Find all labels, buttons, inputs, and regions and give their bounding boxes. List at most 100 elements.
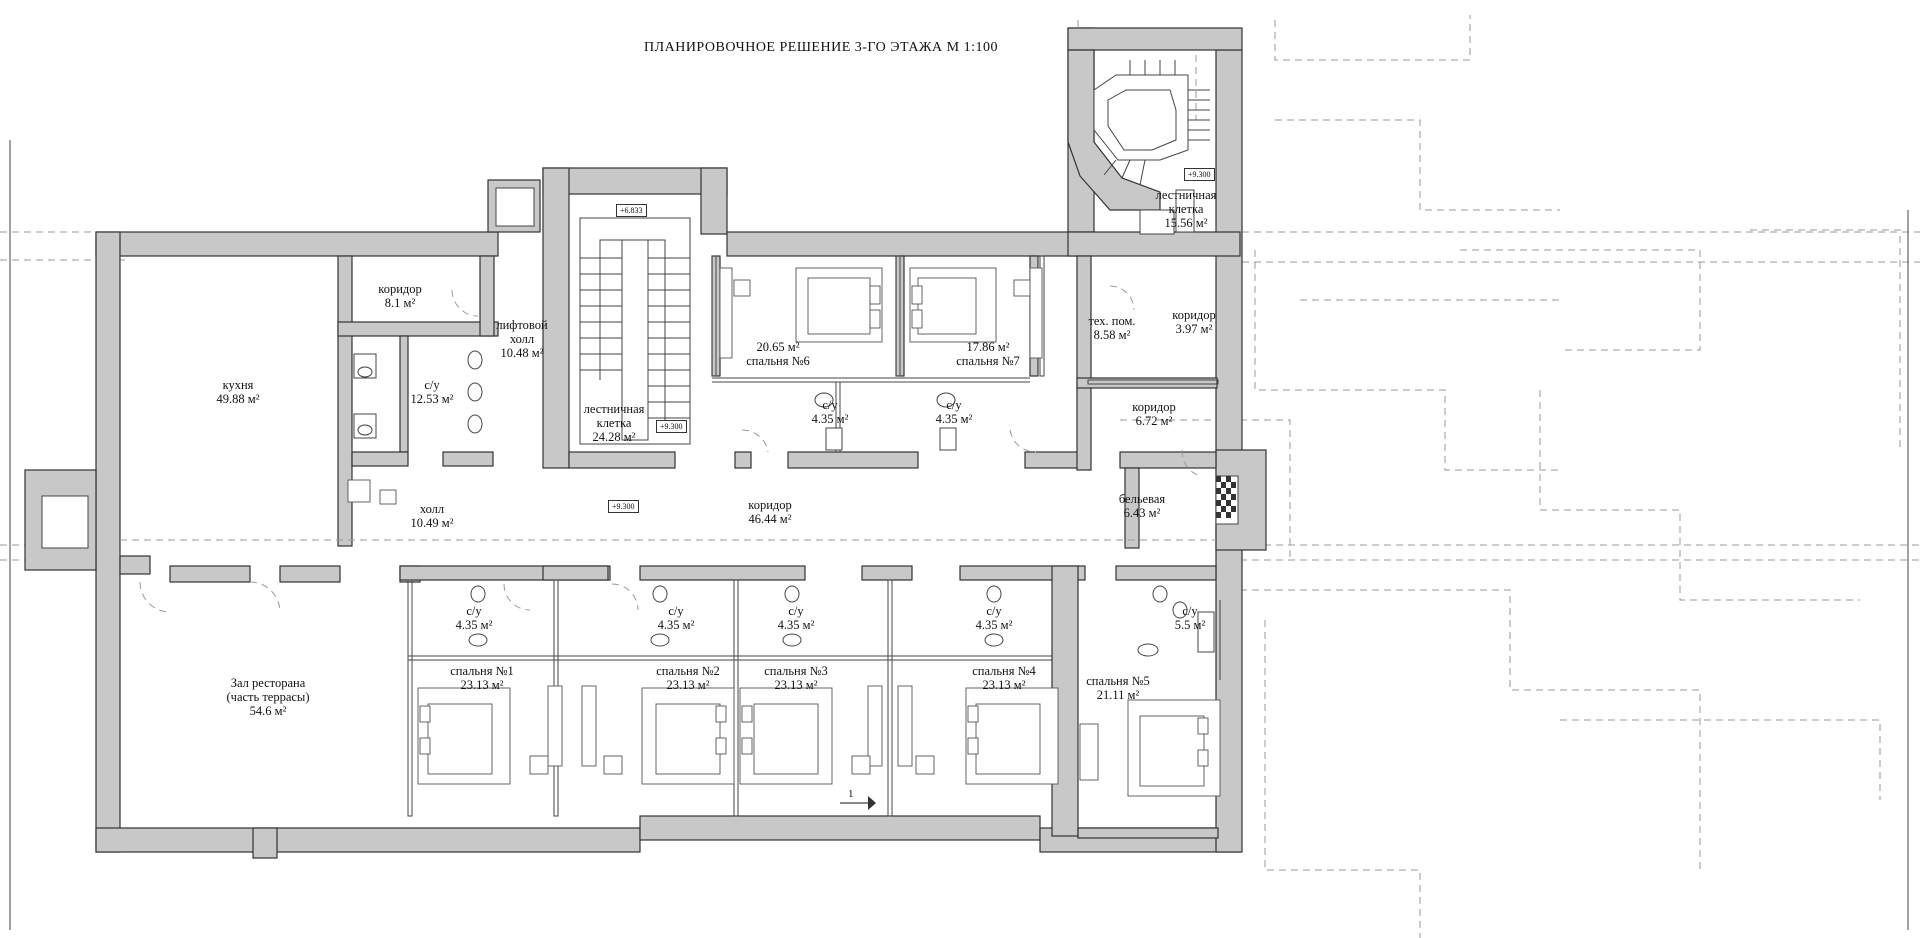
room-area: 8.58 м² — [1093, 328, 1131, 342]
room-area: 12.53 м² — [410, 392, 454, 406]
room-area: 10.48 м² — [500, 346, 544, 360]
room-area: 17.86 м² — [966, 340, 1010, 354]
room-staircase-main: лестничная клетка 24.28 м² — [584, 402, 645, 444]
room-area: 8.1 м² — [384, 296, 416, 310]
tower-staircase — [1067, 49, 1210, 235]
room-bedroom1: спальня №1 23.13 м² — [450, 664, 514, 692]
bed-bedroom5 — [1127, 699, 1221, 797]
room-name: коридор — [1172, 308, 1216, 322]
room-name: коридор — [1132, 400, 1176, 414]
room-wc-large: с/у 12.53 м² — [411, 378, 454, 406]
room-bedroom6: 20.65 м² спальня №6 — [746, 340, 810, 368]
room-restaurant: Зал ресторана (часть террасы) 54.6 м² — [226, 676, 309, 718]
room-name: с/у — [946, 398, 962, 412]
room-name: коридор — [378, 282, 422, 296]
room-name: с/у — [466, 604, 482, 618]
room-name: кухня — [222, 378, 254, 392]
room-area: 6.72 м² — [1135, 414, 1173, 428]
room-name: спальня №1 — [450, 664, 514, 678]
room-area: 10.49 м² — [410, 516, 454, 530]
room-name: (часть террасы) — [226, 690, 310, 704]
room-name: коридор — [748, 498, 792, 512]
room-koridor-mid: коридор 6.72 м² — [1132, 400, 1176, 428]
chairs — [347, 479, 935, 775]
room-area: 15.56 м² — [1164, 216, 1208, 230]
room-koridor-right: коридор 3.97 м² — [1172, 308, 1216, 336]
wc1-fixtures — [468, 585, 488, 647]
room-lift-hall: лифтовой холл 10.48 м² — [496, 318, 547, 360]
bed-bedroom1 — [417, 687, 511, 785]
room-name: с/у — [424, 378, 440, 392]
room-bedroom3: спальня №3 23.13 м² — [764, 664, 828, 692]
room-name: спальня №5 — [1086, 674, 1150, 688]
room-area: 23.13 м² — [774, 678, 818, 692]
room-area: 4.35 м² — [657, 618, 695, 632]
room-bedroom5: спальня №5 21.11 м² — [1086, 674, 1150, 702]
room-area: 23.13 м² — [982, 678, 1026, 692]
wc7-fixtures — [936, 392, 957, 451]
elevation-stair-level: +9.300 — [656, 420, 687, 433]
room-name: спальня №3 — [764, 664, 828, 678]
door-swings — [120, 285, 1216, 613]
room-area: 21.11 м² — [1096, 688, 1140, 702]
room-name: лестничная — [1155, 188, 1217, 202]
section-marker — [840, 796, 876, 810]
ventilation-shaft — [1215, 475, 1239, 525]
room-area: 23.13 м² — [460, 678, 504, 692]
room-name: бельевая — [1118, 492, 1166, 506]
room-wc3: с/у 4.35 м² — [778, 604, 815, 632]
room-name: лифтовой — [496, 318, 548, 332]
bed-bedroom7 — [909, 267, 997, 343]
bed-bedroom4 — [965, 687, 1059, 785]
elevation-corridor: +9.300 — [608, 500, 639, 513]
bed-bedroom3 — [739, 687, 833, 785]
room-area: 5.5 м² — [1174, 618, 1206, 632]
bed-bedroom6 — [795, 267, 883, 343]
room-name: с/у — [788, 604, 804, 618]
room-area: 24.28 м² — [592, 430, 636, 444]
wc2-fixtures — [650, 585, 670, 647]
exterior-walls — [24, 27, 1267, 859]
desk-bedroom6 — [719, 267, 751, 359]
room-name: клетка — [1168, 202, 1204, 216]
wc3-fixtures — [782, 585, 802, 647]
room-area: 4.35 м² — [777, 618, 815, 632]
drawing-title: ПЛАНИРОВОЧНОЕ РЕШЕНИЕ 3-ГО ЭТАЖА М 1:100 — [644, 40, 998, 55]
room-area: 4.35 м² — [811, 412, 849, 426]
room-area: 6.43 м² — [1123, 506, 1161, 520]
room-name: Зал ресторана — [230, 676, 306, 690]
wc-large-fixtures — [353, 350, 483, 439]
room-tech: тех. пом. 8.58 м² — [1088, 314, 1135, 342]
room-name: лестничная — [583, 402, 645, 416]
wc6-fixtures — [814, 392, 843, 451]
room-name: тех. пом. — [1088, 314, 1136, 328]
room-area: 4.35 м² — [975, 618, 1013, 632]
room-area: 20.65 м² — [756, 340, 800, 354]
room-bedroom7: 17.86 м² спальня №7 — [956, 340, 1020, 368]
room-name: с/у — [1182, 604, 1198, 618]
room-name: с/у — [668, 604, 684, 618]
room-kitchen: кухня 49.88 м² — [217, 378, 260, 406]
sanitary-fixtures — [353, 350, 1215, 657]
room-area: 4.35 м² — [455, 618, 493, 632]
wc4-fixtures — [984, 585, 1004, 647]
room-wc2: с/у 4.35 м² — [658, 604, 695, 632]
room-bedroom2: спальня №2 23.13 м² — [656, 664, 720, 692]
furniture — [347, 267, 1221, 797]
room-name: спальня №7 — [956, 354, 1020, 368]
room-name: холл — [509, 332, 535, 346]
room-area: 4.35 м² — [935, 412, 973, 426]
bed-bedroom2 — [641, 687, 735, 785]
room-name: с/у — [822, 398, 838, 412]
room-hall: холл 10.49 м² — [411, 502, 454, 530]
room-name: холл — [419, 502, 445, 516]
room-name: клетка — [596, 416, 632, 430]
main-staircase — [579, 217, 691, 445]
room-staircase-tower: лестничная клетка 15.56 м² — [1156, 188, 1217, 230]
room-bedroom4: спальня №4 23.13 м² — [972, 664, 1036, 692]
room-koridor-top: коридор 8.1 м² — [378, 282, 422, 310]
room-wc7: с/у 4.35 м² — [936, 398, 973, 426]
room-wc5: с/у 5.5 м² — [1175, 604, 1205, 632]
room-name: спальня №6 — [746, 354, 810, 368]
desk-bedroom7 — [1013, 267, 1043, 359]
